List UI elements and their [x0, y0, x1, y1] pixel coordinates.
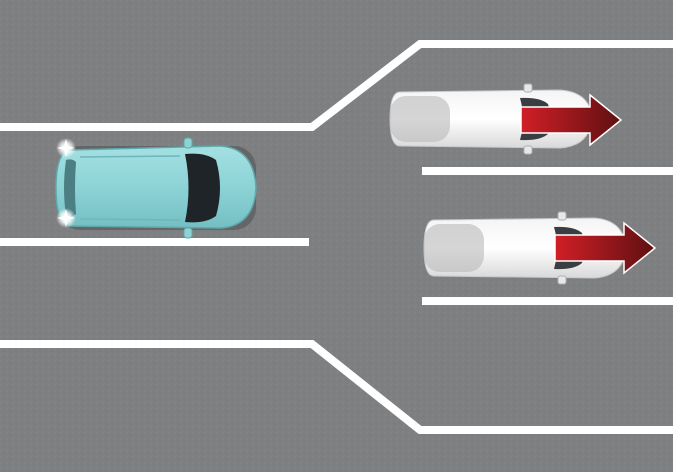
merging-car-lower-mirror-top — [557, 211, 567, 221]
subject-car-right-mirror — [183, 227, 193, 239]
lane-markings — [0, 40, 673, 434]
merging-car-lower — [423, 211, 657, 285]
hazard-flash-star-right — [57, 209, 75, 227]
merging-car-upper-ghost — [390, 96, 450, 142]
merging-car-lower-mirror-bottom — [557, 275, 567, 285]
lower-merge-line — [0, 340, 673, 434]
motion-arrow-lower — [554, 221, 657, 275]
subject-car-roof-line-bottom — [79, 218, 181, 221]
hazard-flash-star-left — [57, 139, 75, 157]
subject-car-rear-window — [64, 159, 76, 217]
merging-car-upper-mirror-top — [523, 83, 533, 93]
motion-arrow-upper — [520, 93, 623, 147]
subject-car-roof-line-top — [79, 155, 181, 158]
subject-car-left-mirror — [183, 137, 193, 149]
subject-car-windshield — [185, 153, 220, 223]
subject-car-body — [55, 145, 257, 229]
merging-car-upper — [389, 83, 623, 155]
subject-car — [55, 137, 257, 239]
merging-car-lower-ghost — [424, 224, 484, 272]
upper-merge-line — [0, 40, 673, 131]
merging-car-upper-mirror-bottom — [523, 145, 533, 155]
